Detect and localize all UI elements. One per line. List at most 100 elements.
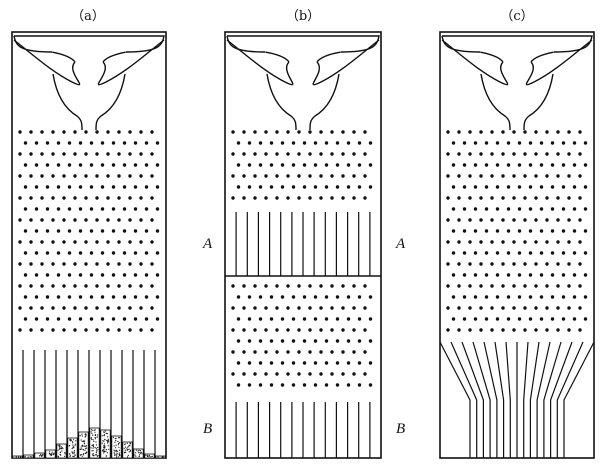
peg bbox=[341, 130, 345, 134]
bead-pile bbox=[133, 448, 144, 459]
bead bbox=[117, 440, 119, 443]
peg bbox=[335, 295, 340, 299]
peg bbox=[236, 339, 241, 343]
peg bbox=[567, 284, 571, 288]
peg bbox=[78, 229, 83, 233]
bead bbox=[139, 454, 141, 456]
peg bbox=[73, 196, 77, 200]
peg bbox=[363, 196, 367, 200]
peg bbox=[40, 284, 44, 288]
peg bbox=[512, 262, 516, 266]
bead bbox=[106, 452, 108, 454]
bead bbox=[106, 439, 108, 442]
peg bbox=[106, 130, 110, 134]
peg bbox=[269, 339, 274, 343]
peg bbox=[567, 240, 571, 244]
peg bbox=[286, 350, 290, 354]
bead bbox=[83, 440, 85, 442]
peg bbox=[517, 317, 522, 321]
peg bbox=[100, 185, 105, 189]
bead-pile bbox=[155, 455, 166, 459]
bead bbox=[84, 449, 86, 451]
peg bbox=[144, 251, 149, 255]
peg bbox=[89, 273, 94, 277]
peg bbox=[128, 284, 132, 288]
peg bbox=[23, 295, 28, 299]
peg bbox=[84, 328, 88, 332]
peg bbox=[150, 284, 154, 288]
bead bbox=[116, 452, 118, 455]
peg bbox=[357, 295, 362, 299]
peg bbox=[111, 251, 116, 255]
peg bbox=[95, 152, 99, 156]
peg bbox=[501, 152, 505, 156]
peg bbox=[446, 174, 450, 178]
peg bbox=[335, 383, 340, 387]
peg bbox=[462, 273, 467, 277]
peg bbox=[117, 262, 121, 266]
peg bbox=[512, 130, 516, 134]
peg bbox=[23, 185, 28, 189]
bead bbox=[124, 443, 126, 446]
peg bbox=[84, 240, 88, 244]
peg bbox=[468, 152, 472, 156]
peg bbox=[62, 152, 66, 156]
peg bbox=[73, 284, 77, 288]
peg bbox=[517, 251, 522, 255]
peg bbox=[23, 207, 28, 211]
peg bbox=[352, 350, 356, 354]
bead-pile bbox=[100, 429, 111, 459]
peg bbox=[446, 130, 450, 134]
peg bbox=[231, 196, 235, 200]
peg bbox=[100, 251, 105, 255]
peg bbox=[583, 141, 588, 145]
bead bbox=[93, 440, 95, 442]
reservoir-lip bbox=[13, 35, 76, 63]
peg bbox=[139, 174, 143, 178]
peg bbox=[368, 163, 373, 167]
bead bbox=[104, 446, 106, 448]
peg bbox=[501, 218, 505, 222]
peg bbox=[352, 306, 356, 310]
bead bbox=[96, 436, 98, 438]
fanned-bin-wall bbox=[439, 341, 471, 458]
fanned-bin-divider bbox=[556, 341, 584, 458]
peg bbox=[523, 152, 527, 156]
peg bbox=[484, 229, 489, 233]
peg bbox=[106, 240, 110, 244]
bead bbox=[83, 453, 85, 455]
bead bbox=[20, 456, 22, 458]
bead bbox=[59, 444, 61, 446]
peg bbox=[468, 240, 472, 244]
peg bbox=[258, 295, 263, 299]
peg bbox=[95, 262, 99, 266]
bead bbox=[128, 451, 130, 453]
bead bbox=[157, 456, 159, 458]
peg bbox=[155, 207, 160, 211]
peg bbox=[517, 185, 522, 189]
peg bbox=[51, 328, 55, 332]
peg bbox=[297, 306, 301, 310]
peg bbox=[139, 130, 143, 134]
bead bbox=[83, 445, 85, 447]
bead bbox=[135, 452, 137, 454]
peg bbox=[236, 383, 241, 387]
bead bbox=[91, 444, 93, 447]
peg bbox=[89, 207, 94, 211]
peg bbox=[357, 339, 362, 343]
peg bbox=[106, 174, 110, 178]
peg bbox=[330, 306, 334, 310]
peg bbox=[545, 196, 549, 200]
peg bbox=[56, 295, 61, 299]
peg bbox=[512, 306, 516, 310]
peg bbox=[517, 295, 522, 299]
hopper-left bbox=[13, 39, 81, 86]
peg bbox=[363, 350, 367, 354]
peg bbox=[490, 218, 494, 222]
peg bbox=[545, 328, 549, 332]
peg bbox=[111, 317, 116, 321]
bead bbox=[60, 447, 62, 449]
peg bbox=[51, 196, 55, 200]
peg bbox=[29, 262, 33, 266]
bead bbox=[118, 437, 121, 439]
